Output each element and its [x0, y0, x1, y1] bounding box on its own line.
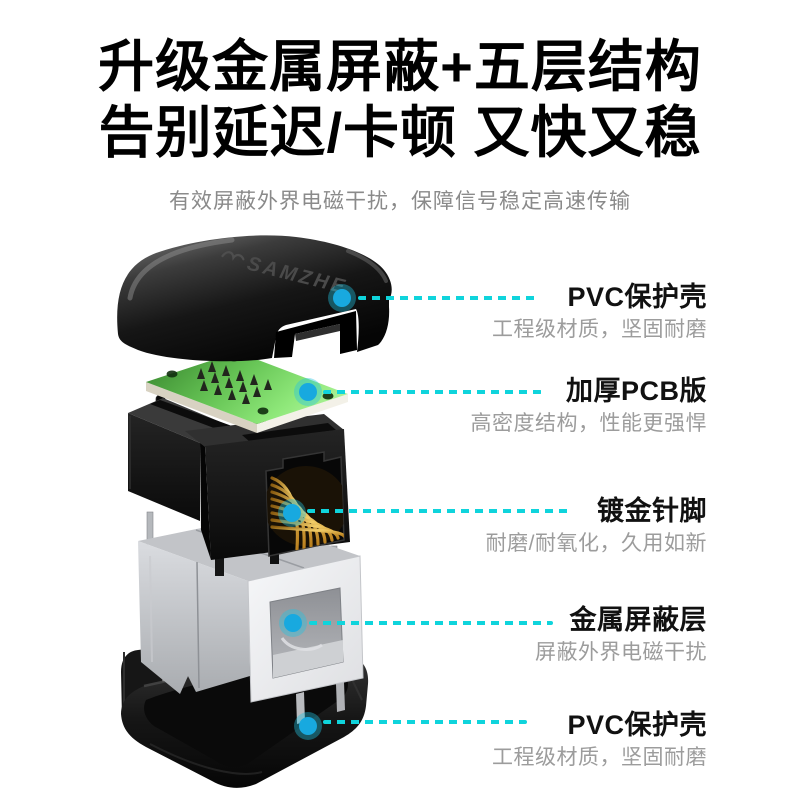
top-cover: SAMZHE — [117, 235, 392, 362]
pcb-pins — [197, 361, 272, 404]
leader-line-pvc-bottom — [323, 720, 527, 724]
callout-desc: 屏蔽外界电磁干扰 — [535, 641, 707, 664]
callout-title: 金属屏蔽层 — [569, 605, 707, 635]
title-line-1: 升级金属屏蔽+五层结构 — [98, 35, 702, 98]
title-line-2: 告别延迟/卡顿 又快又稳 — [98, 101, 702, 164]
callout-desc: 工程级材质，坚固耐磨 — [492, 746, 707, 769]
page-subtitle: 有效屏蔽外界电磁干扰，保障信号稳定高速传输 — [169, 190, 631, 213]
callout-pvc-shell-bottom: PVC保护壳 工程级材质，坚固耐磨 — [377, 709, 707, 771]
leader-line-metal-shield — [309, 621, 553, 625]
callout-title: PVC保护壳 — [567, 710, 707, 740]
callout-title: 加厚PCB版 — [565, 376, 707, 406]
callout-gold-pins: 镀金针脚 耐磨/耐氧化，久用如新 — [377, 495, 707, 557]
callout-title: PVC保护壳 — [567, 282, 707, 312]
leader-line-pcb — [323, 390, 542, 394]
brand-swallow-icon — [221, 251, 245, 261]
marker-dot-gold-pins — [283, 504, 301, 522]
callout-metal-shield: 金属屏蔽层 屏蔽外界电磁干扰 — [377, 604, 707, 666]
rj45-port — [265, 451, 345, 557]
callout-desc: 工程级材质，坚固耐磨 — [492, 318, 707, 341]
callout-desc: 高密度结构，性能更强悍 — [470, 412, 707, 435]
marker-dot-pcb — [299, 383, 317, 401]
pcb-board — [146, 352, 348, 433]
callout-pvc-shell-top: PVC保护壳 工程级材质，坚固耐磨 — [377, 281, 707, 343]
marker-dot-pvc-top — [333, 289, 351, 307]
leader-line-gold-pins — [307, 509, 573, 513]
marker-dot-pvc-bottom — [299, 717, 317, 735]
callout-title: 镀金针脚 — [597, 496, 707, 526]
coupler-body — [128, 381, 350, 576]
leader-line-pvc-top — [358, 296, 540, 300]
callout-desc: 耐磨/耐氧化，久用如新 — [485, 532, 707, 555]
page-title: 升级金属屏蔽+五层结构 告别延迟/卡顿 又快又稳 — [0, 34, 800, 166]
gold-pins — [270, 476, 344, 551]
callout-pcb: 加厚PCB版 高密度结构，性能更强悍 — [377, 375, 707, 437]
marker-dot-metal-shield — [284, 614, 302, 632]
